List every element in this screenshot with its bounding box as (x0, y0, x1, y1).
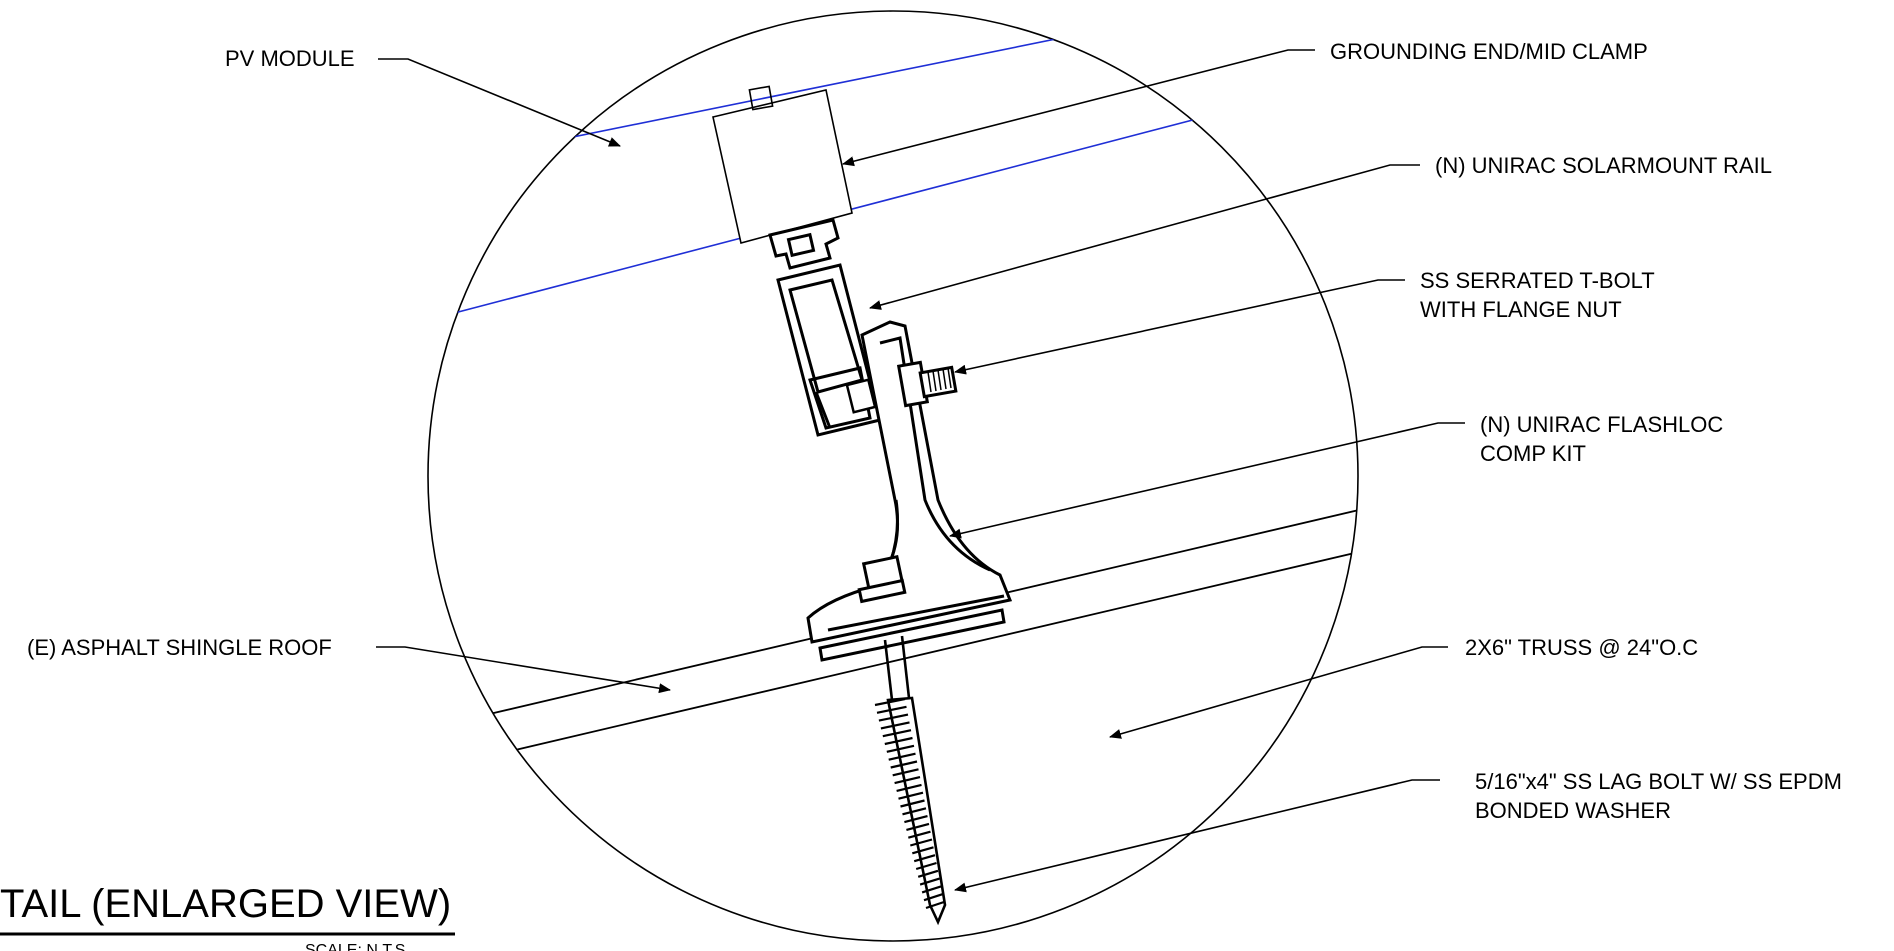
lag-bolt-threads (874, 697, 945, 910)
lag-bolt-thread (910, 838, 933, 847)
detail-circle (427, 10, 1359, 942)
label-tbolt-1: SS SERRATED T-BOLT (1420, 268, 1655, 293)
base-nut-shape (857, 554, 907, 604)
grounding-clamp-shape (712, 85, 853, 244)
lag-bolt-thread (896, 783, 922, 792)
lag-bolt-thread (878, 713, 909, 722)
label-rail: (N) UNIRAC SOLARMOUNT RAIL (1435, 153, 1772, 178)
lag-bolt-thread (900, 799, 925, 808)
lag-bolt-thread (913, 854, 936, 863)
lag-bolt-thread (888, 752, 916, 761)
label-lag-bolt-1: 5/16"x4" SS LAG BOLT W/ SS EPDM (1475, 769, 1842, 794)
lag-bolt-thread (917, 869, 939, 878)
lag-bolt-thread (925, 900, 945, 910)
lag-bolt-thread (898, 791, 924, 800)
label-pv-module: PV MODULE (225, 46, 355, 71)
leader-grounding-clamp (842, 49, 1315, 167)
lag-bolt-thread (884, 736, 913, 746)
leader-rail (869, 164, 1420, 310)
detail-title: TAIL (ENLARGED VIEW) (0, 882, 452, 926)
leader-lines (376, 49, 1465, 893)
lag-bolt-thread (902, 807, 927, 816)
lag-bolt-thread (890, 760, 918, 769)
label-truss: 2X6" TRUSS @ 24"O.C (1465, 635, 1699, 660)
tbolt-head-shape (768, 218, 840, 270)
lag-bolt-thread (906, 822, 930, 831)
lag-bolt-thread (904, 815, 928, 824)
leader-lag-bolt (954, 779, 1440, 893)
lag-bolt-thread (923, 893, 943, 902)
lag-bolt-thread (908, 830, 931, 839)
roof-deck-line (428, 546, 1358, 778)
lag-bolt-thread (892, 768, 919, 777)
lag-bolt-thread (921, 885, 942, 894)
lag-bolt-thread (915, 861, 937, 871)
lag-bolt-thread (894, 776, 921, 785)
label-tbolt-2: WITH FLANGE NUT (1420, 297, 1622, 322)
lag-bolt-thread (882, 729, 912, 738)
lag-bolt-thread (886, 744, 915, 753)
leader-truss (1109, 646, 1448, 739)
lag-bolt-thread (876, 705, 907, 714)
tbolt-side-shape (896, 360, 958, 408)
label-lag-bolt-2: BONDED WASHER (1475, 798, 1671, 823)
lag-bolt-thread (880, 721, 910, 730)
leader-tbolt (954, 279, 1405, 375)
lag-bolt-thread (874, 697, 906, 707)
lag-bolt-thread (919, 877, 940, 886)
detail-scale: SCALE: N.T.S (305, 942, 406, 951)
label-grounding-clamp: GROUNDING END/MID CLAMP (1330, 39, 1648, 64)
leader-flashloc (949, 422, 1465, 539)
label-flashloc-2: COMP KIT (1480, 441, 1586, 466)
leader-roof (376, 646, 671, 694)
label-flashloc-1: (N) UNIRAC FLASHLOC (1480, 412, 1724, 437)
leader-pv-module (378, 58, 621, 147)
label-roof: (E) ASPHALT SHINGLE ROOF (27, 635, 332, 660)
lag-bolt-thread (912, 846, 934, 855)
